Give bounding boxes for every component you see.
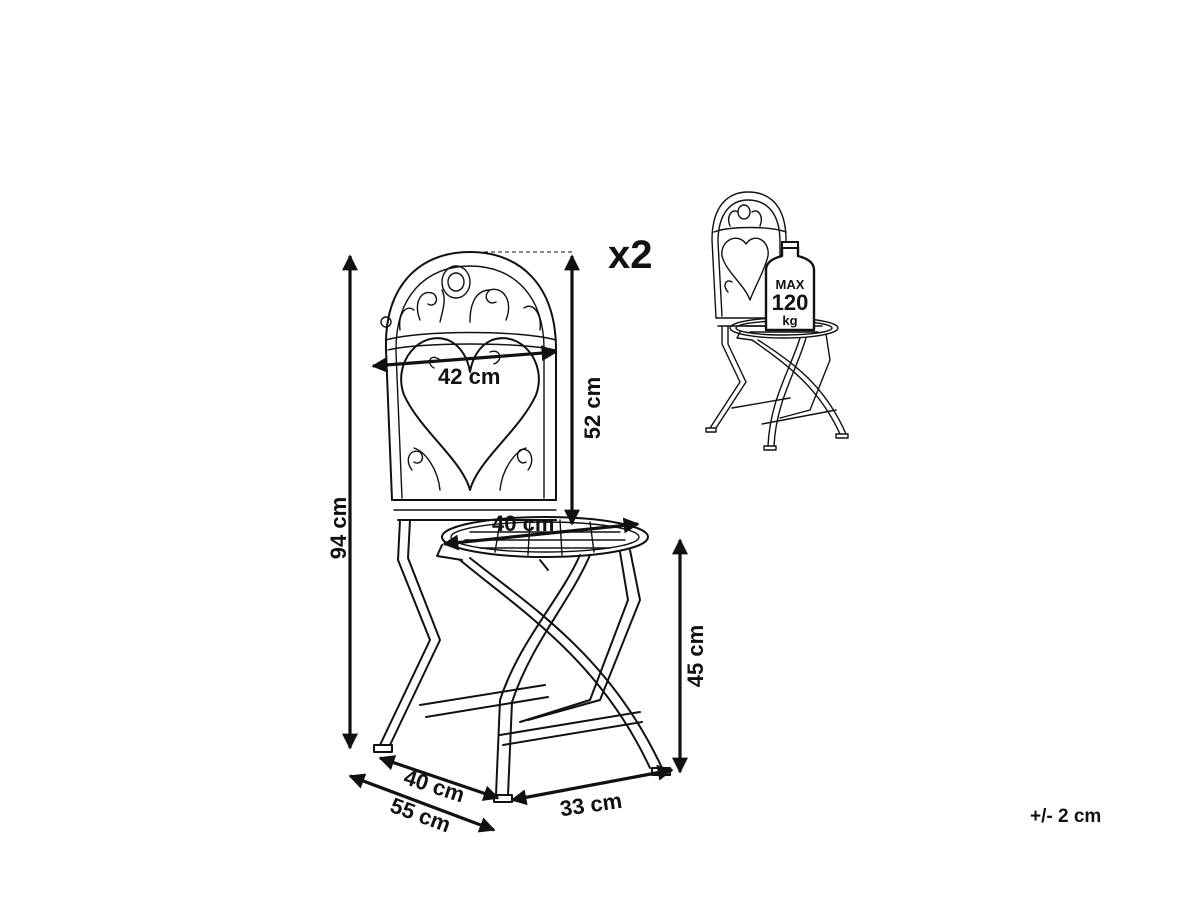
width-base-arrow <box>510 764 674 806</box>
backrest-top-scrolls <box>380 265 541 331</box>
total-height-label: 94 cm <box>326 497 351 559</box>
max-load-badge: MAX 120 kg <box>764 241 816 332</box>
back-width-label: 42 cm <box>438 364 500 389</box>
back-height-label: 52 cm <box>580 377 605 439</box>
small-chair-illustration <box>705 191 849 451</box>
chair-legs <box>379 519 663 796</box>
width-base-label: 33 cm <box>558 788 623 821</box>
seat-height-label: 45 cm <box>683 625 708 687</box>
seat-diameter-label: 40 cm <box>492 511 554 536</box>
quantity-label: x2 <box>608 233 653 277</box>
max-load-line1: MAX <box>776 277 805 292</box>
seat-diameter-arrow <box>442 517 640 551</box>
max-load-unit: kg <box>782 313 797 328</box>
back-width-arrow <box>371 345 558 373</box>
max-load-value: 120 <box>772 290 809 315</box>
depth-total-arrow <box>348 773 496 833</box>
tolerance-label: +/- 2 cm <box>1030 806 1101 827</box>
